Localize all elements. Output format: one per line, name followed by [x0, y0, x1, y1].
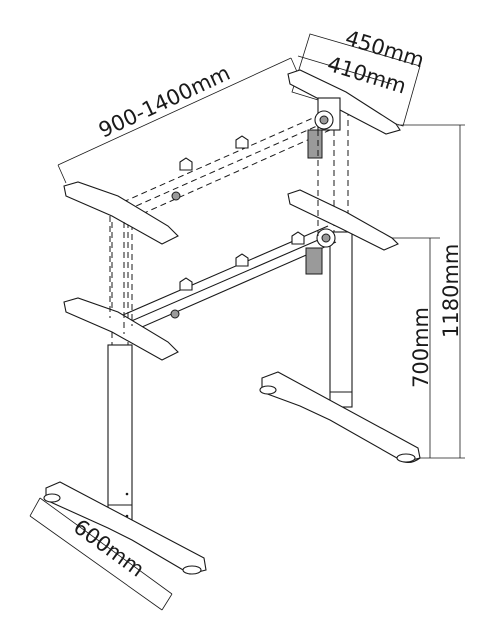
- min-height-label: 700mm: [409, 307, 433, 388]
- width-dimension: 900-1400mm: [57, 57, 299, 184]
- width-range-label: 900-1400mm: [95, 61, 234, 143]
- upper-frame: [63, 69, 401, 326]
- left-leg: [43, 222, 207, 575]
- height-dimensions: 1180mm 700mm: [362, 124, 465, 459]
- guide-lines: [123, 130, 319, 334]
- max-height-label: 1180mm: [439, 244, 463, 338]
- lower-frame: [63, 189, 399, 361]
- right-leg: [259, 110, 421, 464]
